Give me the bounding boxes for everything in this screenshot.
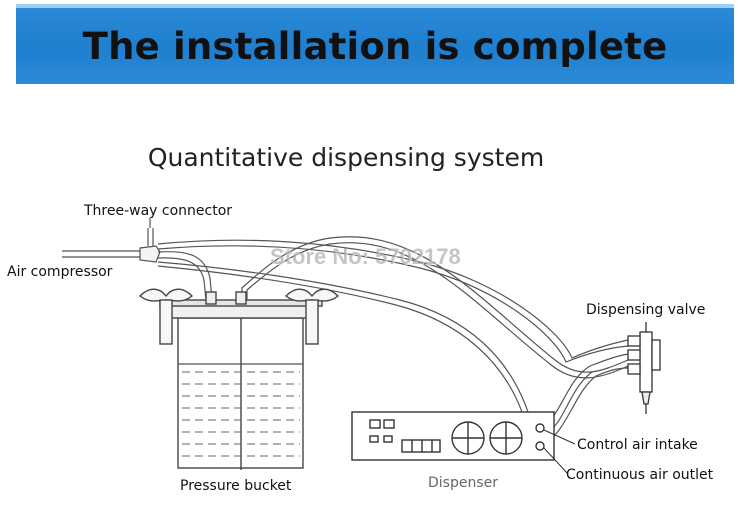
banner-title: The installation is complete [82,25,668,68]
label-continuous-air-outlet: Continuous air outlet [566,467,714,483]
bucket-liquid [182,371,300,457]
label-air-compressor: Air compressor [7,264,113,280]
hose-to-dispenser [157,261,529,413]
control-air-port [535,423,545,433]
store-watermark: Store No: 5702178 [270,244,461,269]
dispenser-box [351,411,555,461]
continuous-air-port [535,441,545,451]
three-way-connector [139,245,161,263]
label-three-way-connector: Three-way connector [84,203,233,219]
hose-to-valve-upper [157,239,629,359]
wing-nut-left [138,288,194,302]
label-control-air-intake: Control air intake [577,437,698,453]
label-pressure-bucket: Pressure bucket [180,478,292,494]
hose-bucket-to-valve [241,236,629,373]
dispensing-valve [627,322,661,414]
air-inlet-pipe [62,250,140,258]
wing-nut-right [284,288,340,302]
title-banner: The installation is complete [16,4,734,84]
diagram-subtitle: Quantitative dispensing system [147,143,545,172]
pressure-bucket [138,288,340,470]
label-dispenser: Dispenser [428,475,498,491]
hose-to-bucket [157,251,213,301]
label-dispensing-valve: Dispensing valve [586,302,706,318]
